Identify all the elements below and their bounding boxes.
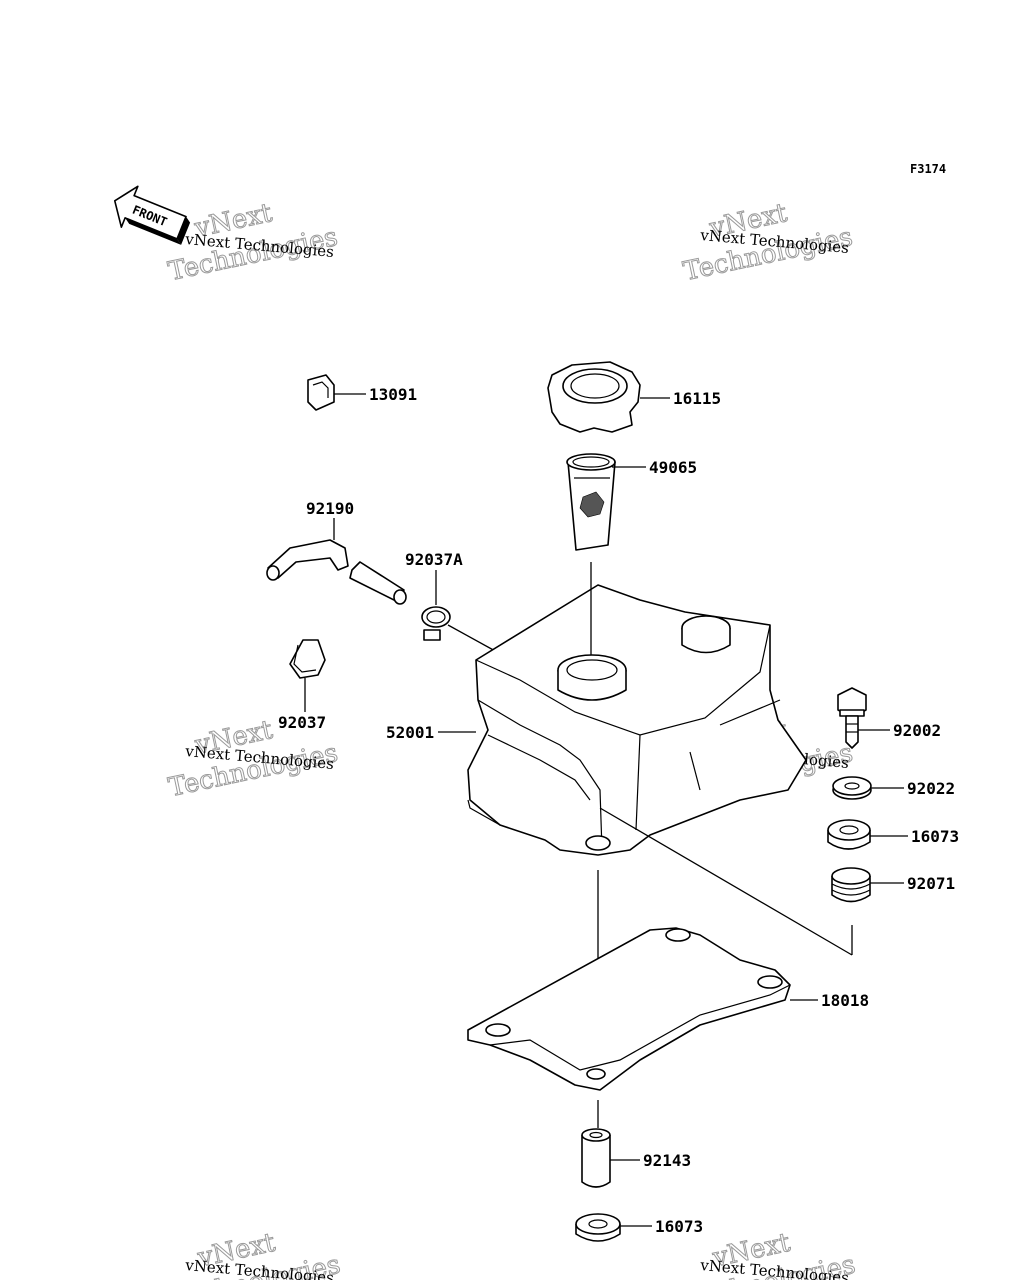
part-49065-fuel-filter[interactable]: 49065 [566, 453, 697, 551]
part-16115-fuel-cap[interactable]: 16115 [547, 361, 721, 433]
part-number-92002: 92002 [893, 721, 941, 740]
part-18018-plate[interactable]: 18018 [467, 927, 869, 1091]
part-16073-grommet[interactable]: 16073 [575, 1213, 703, 1242]
part-number-18018: 18018 [821, 991, 869, 1010]
part-92002-bolt[interactable]: 92002 [837, 687, 941, 749]
part-number-92143: 92143 [643, 1151, 691, 1170]
part-number-13091: 13091 [369, 385, 417, 404]
part-92190-hose[interactable]: 92190 [266, 499, 407, 605]
part-number-49065: 49065 [649, 458, 697, 477]
part-92022-washer[interactable]: 92022 [832, 776, 955, 800]
part-number-52001: 52001 [386, 723, 434, 742]
part-16073-grommet[interactable]: 16073 [827, 819, 959, 850]
part-number-16073: 16073 [655, 1217, 703, 1236]
part-number-16115: 16115 [673, 389, 721, 408]
part-number-92037: 92037 [278, 713, 326, 732]
part-92143-collar[interactable]: 92143 [581, 1128, 691, 1188]
part-92037-clamp[interactable]: 92037 [278, 639, 326, 732]
part-number-16073: 16073 [911, 827, 959, 846]
part-13091-clip[interactable]: 13091 [307, 374, 417, 411]
part-number-92071: 92071 [907, 874, 955, 893]
figure-code: F3174 [910, 162, 946, 176]
part-92071-damper[interactable]: 92071 [831, 867, 955, 903]
part-92037A-clamp[interactable]: 92037A [405, 550, 498, 653]
part-number-92037A: 92037A [405, 550, 463, 569]
front-arrow-icon: FRONT [113, 185, 191, 245]
part-52001-fuel-tank[interactable]: 52001 [386, 584, 807, 856]
part-number-92022: 92022 [907, 779, 955, 798]
part-number-92190: 92190 [306, 499, 354, 518]
